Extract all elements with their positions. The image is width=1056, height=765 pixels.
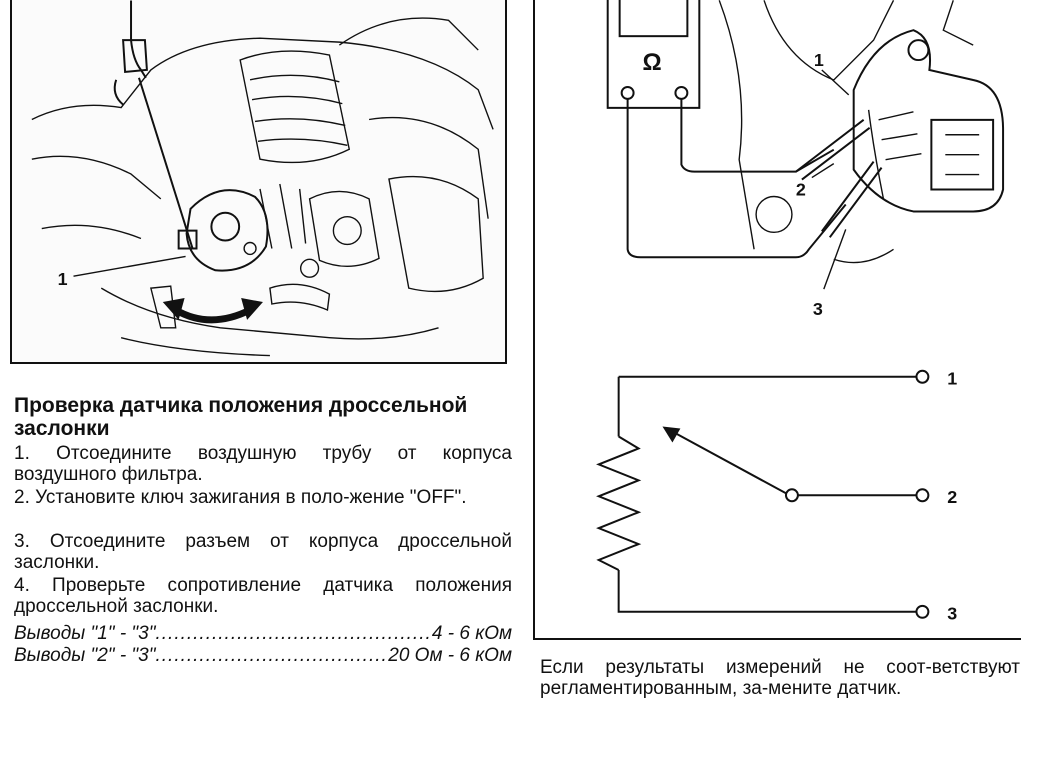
- meter-terminal-right: [674, 85, 689, 100]
- spec-2-label: Выводы "2" - "3": [14, 645, 156, 666]
- diagram-callout-1: 1: [814, 50, 824, 70]
- diagram-callout-2: 2: [796, 180, 806, 200]
- step-1: 1. Отсоедините воздушную трубу от корпус…: [14, 443, 512, 485]
- step-4: 4. Проверьте сопротивление датчика полож…: [14, 575, 512, 617]
- spec-1-label: Выводы "1" - "3": [14, 623, 156, 644]
- ohmmeter-and-schematic: Ω 1 2 3 1 3: [596, 0, 1005, 624]
- replace-sensor-note: Если результаты измерений не соот-ветств…: [540, 657, 1020, 699]
- wiper-node: [784, 488, 799, 503]
- schematic-terminal-3-circle: [915, 604, 930, 619]
- spec-1-leader: [155, 623, 428, 644]
- resistor-zigzag: [596, 435, 642, 571]
- schematic-label-2: 2: [947, 487, 957, 507]
- ohmmeter-body: [606, 0, 701, 109]
- spec-1-value: 4 - 6 кОм: [431, 623, 512, 644]
- schematic-terminal-2-circle: [915, 488, 930, 503]
- schematic-label-1: 1: [947, 369, 957, 389]
- spec-row-1: Выводы "1" - "3" 4 - 6 кОм: [14, 623, 512, 644]
- engine-illustration: 1: [10, 0, 507, 364]
- spec-2-leader: [155, 645, 385, 666]
- meter-terminal-left: [620, 85, 635, 100]
- step-2: 2. Установите ключ зажигания в поло-жени…: [14, 487, 467, 508]
- spec-2-value: 20 Ом - 6 кОм: [388, 645, 512, 666]
- ohm-symbol: Ω: [643, 49, 662, 76]
- wiper-line: [669, 429, 787, 495]
- spec-row-2: Выводы "2" - "3" 20 Ом - 6 кОм: [14, 645, 512, 666]
- step-3: 3. Отсоедините разъем от корпуса дроссел…: [14, 531, 512, 573]
- section-heading: Проверка датчика положения дроссельной з…: [14, 394, 468, 440]
- measurement-diagram: Ω 1 2 3 1 3: [533, 0, 1021, 640]
- diagram-callout-3: 3: [813, 299, 823, 319]
- photo-callout-1: 1: [58, 269, 68, 289]
- throttle-body-drawing: 1: [31, 0, 494, 357]
- schematic-terminal-1-circle: [915, 369, 930, 384]
- schematic-label-3: 3: [947, 604, 957, 624]
